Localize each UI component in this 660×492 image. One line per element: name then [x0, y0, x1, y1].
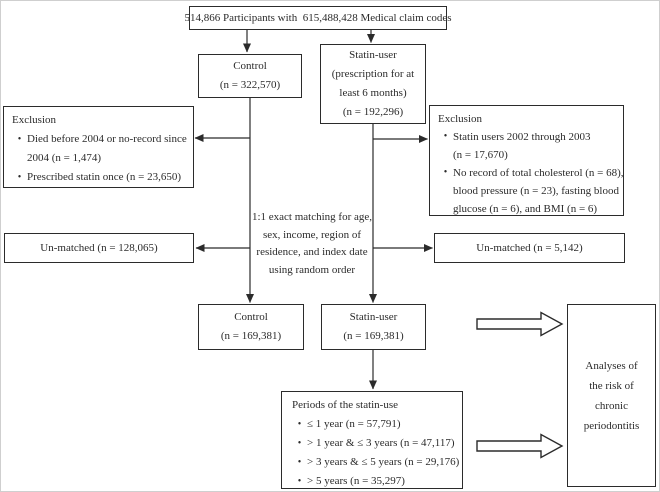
node-unmatched-left: Un-matched (n = 128,065)	[4, 233, 194, 263]
node-participants: 514,866 Participants with 615,488,428 Me…	[185, 6, 452, 30]
node-statin-initial: Statin-user (prescription for at least 6…	[320, 44, 426, 124]
periods-item4: > 5 years (n = 35,297)	[307, 475, 405, 487]
matching-note-line3: residence, and index date	[256, 246, 368, 258]
statin-initial-sub1: (prescription for at	[331, 68, 415, 80]
node-control-initial: Control (n = 322,570)	[198, 54, 302, 98]
exclusion-right-item1-line2: (n = 17,670)	[453, 149, 508, 161]
matching-note-line1: 1:1 exact matching for age,	[251, 211, 373, 223]
list-item: • Statin users 2002 through 2003 (n = 17…	[438, 128, 620, 164]
analyses-line4: periodontitis	[583, 419, 640, 432]
statin-initial-n: (n = 192,296)	[342, 106, 404, 118]
statin-initial-sub2: least 6 months)	[339, 87, 407, 99]
exclusion-right-title: Exclusion	[438, 113, 482, 125]
unmatched-right-text: Un-matched (n = 5,142)	[476, 242, 583, 254]
node-statin-matched: Statin-user (n = 169,381)	[321, 304, 426, 350]
bullet-icon: •	[297, 476, 302, 487]
node-control-matched: Control (n = 169,381)	[198, 304, 304, 350]
bullet-icon: •	[17, 172, 22, 183]
node-periods: Periods of the statin-use • ≤ 1 year (n …	[281, 391, 463, 489]
exclusion-right-item2-line2: blood pressure (n = 23), fasting blood	[453, 185, 619, 197]
node-unmatched-right: Un-matched (n = 5,142)	[434, 233, 625, 263]
bullet-icon: •	[443, 167, 448, 178]
analyses-line2: the risk of	[589, 379, 634, 392]
list-item: • ≤ 1 year (n = 57,791)	[292, 415, 459, 434]
matching-note: 1:1 exact matching for age, sex, income,…	[252, 209, 372, 279]
list-item: • Died before 2004 or no-record since 20…	[12, 130, 190, 168]
list-item: • No record of total cholesterol (n = 68…	[438, 164, 624, 218]
exclusion-left-item1-line1: Died before 2004 or no-record since	[27, 133, 187, 145]
statin-matched-n: (n = 169,381)	[343, 330, 404, 342]
bullet-icon: •	[297, 438, 302, 449]
bullet-icon: •	[17, 134, 22, 145]
block-arrow-to-analyses-top	[476, 311, 564, 337]
node-analyses: Analyses of the risk of chronic periodon…	[567, 304, 656, 487]
analyses-line3: chronic	[595, 399, 628, 412]
control-initial-label: Control	[233, 60, 267, 72]
control-matched-n: (n = 169,381)	[220, 330, 282, 342]
exclusion-left-item2-line1: Prescribed statin once (n = 23,650)	[27, 171, 182, 183]
periods-item2: > 1 year & ≤ 3 years (n = 47,117)	[307, 437, 455, 449]
bullet-icon: •	[443, 131, 448, 142]
list-item: • > 5 years (n = 35,297)	[292, 472, 459, 491]
node-exclusion-right: Exclusion • Statin users 2002 through 20…	[429, 105, 624, 216]
bullet-icon: •	[297, 457, 302, 468]
statin-initial-label: Statin-user	[349, 49, 397, 61]
exclusion-left-item1-line2: 2004 (n = 1,474)	[27, 152, 102, 164]
statin-matched-label: Statin-user	[349, 311, 398, 323]
matching-note-line4: using random order	[268, 263, 356, 276]
matching-note-line2: sex, income, region of	[262, 228, 362, 241]
control-initial-n: (n = 322,570)	[219, 79, 281, 91]
list-item: • > 3 years & ≤ 5 years (n = 29,176)	[292, 453, 460, 472]
participants-text: 514,866 Participants with 615,488,428 Me…	[184, 12, 452, 24]
list-item: • > 1 year & ≤ 3 years (n = 47,117)	[292, 434, 459, 453]
analyses-line1: Analyses of	[585, 359, 638, 372]
periods-item1: ≤ 1 year (n = 57,791)	[307, 418, 401, 430]
bullet-icon: •	[297, 419, 302, 430]
block-arrow-to-analyses-bottom	[476, 433, 564, 459]
periods-title: Periods of the statin-use	[292, 399, 399, 411]
periods-item3: > 3 years & ≤ 5 years (n = 29,176)	[307, 456, 460, 468]
list-item: • Prescribed statin once (n = 23,650)	[12, 168, 190, 187]
exclusion-right-item2-line1: No record of total cholesterol (n = 68),	[453, 167, 624, 179]
control-matched-label: Control	[234, 311, 268, 323]
exclusion-left-title: Exclusion	[12, 114, 56, 126]
exclusion-right-item2-line3: glucose (n = 6), and BMI (n = 6)	[453, 203, 598, 215]
node-exclusion-left: Exclusion • Died before 2004 or no-recor…	[3, 106, 194, 188]
unmatched-left-text: Un-matched (n = 128,065)	[40, 242, 158, 254]
exclusion-right-item1-line1: Statin users 2002 through 2003	[453, 131, 591, 143]
